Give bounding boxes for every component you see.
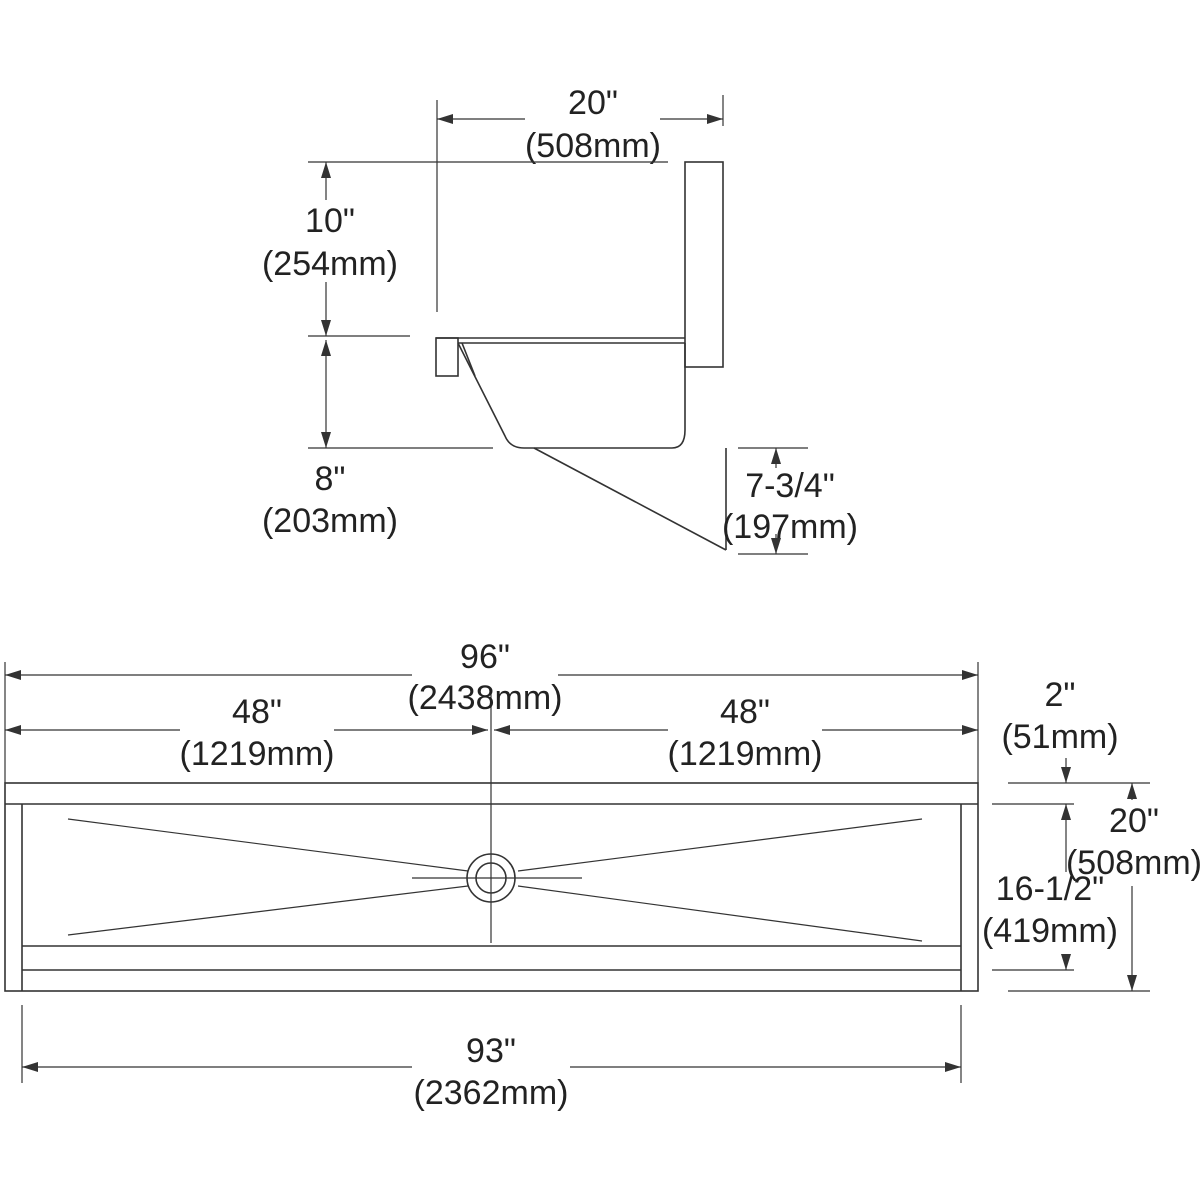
side-bracket-height-metric: (197mm) xyxy=(722,508,858,546)
bowl-length-metric: (2362mm) xyxy=(414,1074,569,1112)
side-view: 20" (508mm) 10" (254mm) 8" (203mm) xyxy=(262,84,858,555)
dimension-right-half: 48" (1219mm) xyxy=(494,693,978,773)
right-half-imperial: 48" xyxy=(720,693,770,731)
side-view-sink-outline xyxy=(435,161,727,551)
plan-bowl-depth-metric: (419mm) xyxy=(982,912,1118,950)
side-top-height-metric: (254mm) xyxy=(262,245,398,283)
side-width-imperial: 20" xyxy=(568,84,618,122)
side-bracket-height-imperial: 7-3/4" xyxy=(745,467,835,505)
plan-view: 96" (2438mm) 48" (1219mm) 48" (1219mm) xyxy=(4,638,1200,1112)
dimension-side-bracket-height: 7-3/4" (197mm) xyxy=(722,447,858,555)
dimension-side-top-height: 10" (254mm) xyxy=(262,161,668,337)
dimension-side-bowl-depth: 8" (203mm) xyxy=(262,340,493,540)
side-width-metric: (508mm) xyxy=(525,127,661,165)
dimension-side-width: 20" (508mm) xyxy=(436,84,724,312)
dimension-plan-bowl-depth: 16-1/2" (419mm) xyxy=(982,804,1118,970)
left-half-metric: (1219mm) xyxy=(180,735,335,773)
dimension-left-half: 48" (1219mm) xyxy=(5,693,488,773)
dimension-backsplash: 2" (51mm) xyxy=(1001,676,1119,783)
right-half-metric: (1219mm) xyxy=(668,735,823,773)
bowl-length-imperial: 93" xyxy=(466,1032,516,1070)
backsplash-metric: (51mm) xyxy=(1001,718,1118,756)
left-half-imperial: 48" xyxy=(232,693,282,731)
side-bowl-depth-metric: (203mm) xyxy=(262,502,398,540)
backsplash-imperial: 2" xyxy=(1045,676,1076,714)
overall-depth-imperial: 20" xyxy=(1109,802,1159,840)
overall-length-metric: (2438mm) xyxy=(408,679,563,717)
drain xyxy=(466,853,516,903)
side-top-height-imperial: 10" xyxy=(305,202,355,240)
dimension-bowl-length: 93" (2362mm) xyxy=(22,1032,961,1112)
side-bowl-depth-imperial: 8" xyxy=(315,460,346,498)
dimension-overall-depth: 20" (508mm) xyxy=(1066,783,1200,991)
plan-bowl-depth-imperial: 16-1/2" xyxy=(996,870,1104,908)
dimension-overall-length: 96" (2438mm) xyxy=(5,638,978,717)
overall-length-imperial: 96" xyxy=(460,638,510,676)
overall-depth-metric: (508mm) xyxy=(1066,844,1200,882)
plan-view-sink-outline xyxy=(4,690,979,992)
